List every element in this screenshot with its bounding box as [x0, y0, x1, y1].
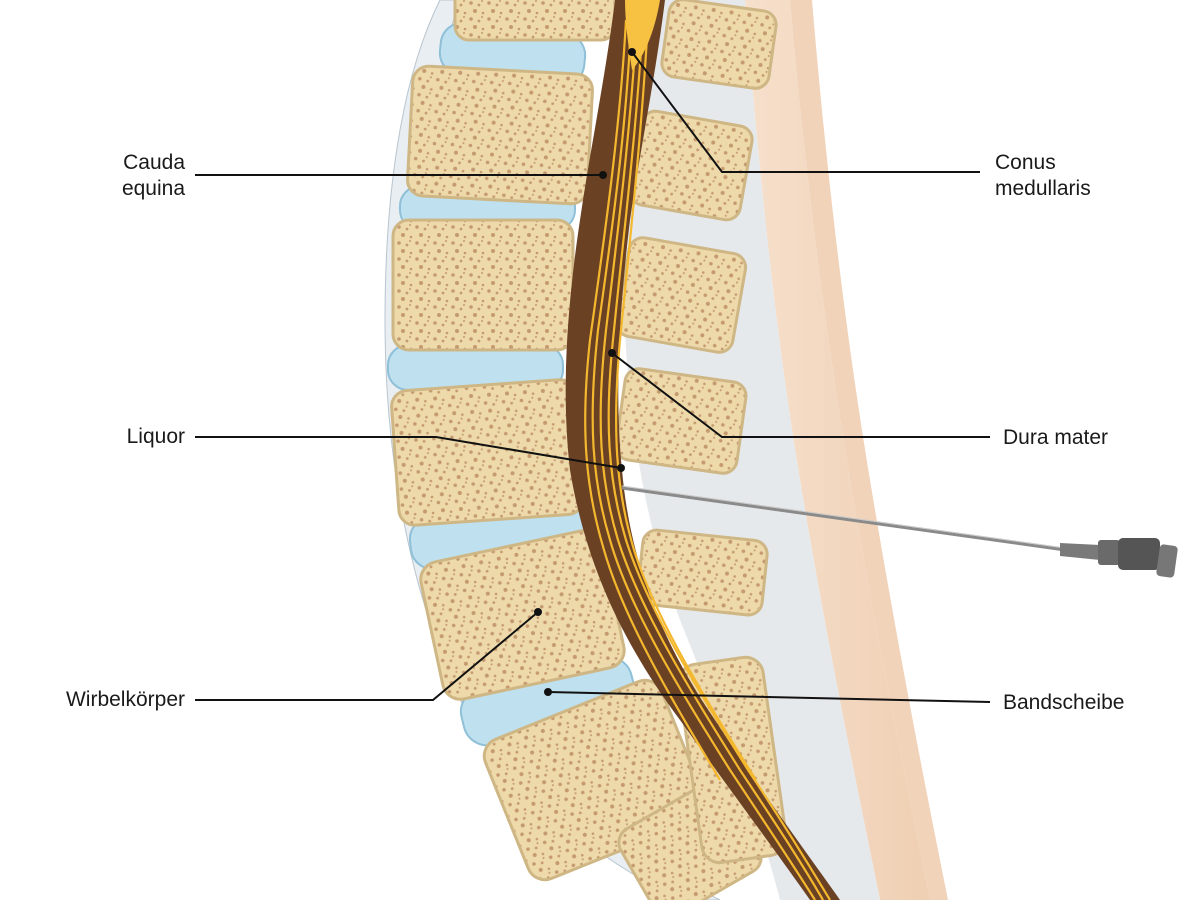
ligament-region — [623, 0, 880, 900]
label-conus-medullaris: Conus medullaris — [995, 150, 1091, 202]
dural-sac — [565, 0, 840, 900]
label-dura-mater: Dura mater — [1003, 426, 1109, 449]
label-liquor: Liquor — [126, 425, 185, 448]
label-wirbelkoerper: Wirbelkörper — [65, 688, 185, 711]
leader-lines — [195, 51, 991, 703]
subcutaneous-layer — [745, 0, 930, 900]
label-conus-line2: medullaris — [995, 177, 1091, 200]
leader-liquor — [195, 436, 622, 469]
spinal-needle — [621, 485, 1178, 578]
label-cauda-line2: equina — [121, 177, 185, 200]
leader-dots — [534, 48, 636, 696]
cauda-equina-fibers — [584, 0, 831, 900]
skin-layer — [790, 0, 948, 900]
leader-conus-medullaris — [631, 51, 980, 173]
label-bandscheibe: Bandscheibe — [1003, 691, 1125, 714]
label-conus-line1: Conus — [995, 151, 1056, 174]
leader-bandscheibe — [547, 691, 991, 703]
label-cauda-equina: Cauda equina — [95, 150, 185, 202]
vertebral-bodies — [390, 0, 763, 900]
leader-wirbelkoerper — [195, 611, 539, 701]
leader-dura-mater — [611, 352, 990, 438]
label-cauda-line1: Cauda — [123, 151, 185, 174]
